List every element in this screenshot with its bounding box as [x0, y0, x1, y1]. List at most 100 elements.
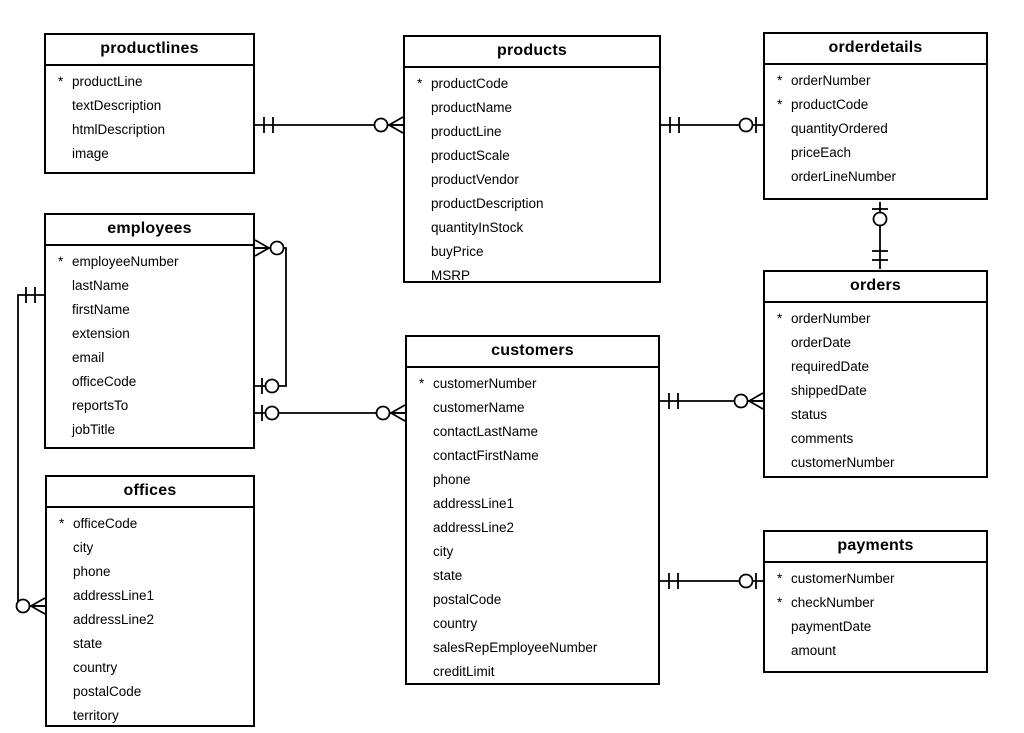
field-name: productCode — [791, 97, 869, 112]
field-row: country — [59, 656, 249, 680]
pk-marker: * — [419, 376, 425, 391]
field-row: country — [419, 612, 654, 636]
relationship-employees-customers — [255, 404, 406, 422]
field-name: contactFirstName — [433, 448, 539, 463]
field-name: addressLine1 — [433, 496, 515, 511]
field-name: creditLimit — [433, 664, 495, 679]
entity-productlines: productlines *productLine textDescription… — [44, 33, 255, 174]
field-name: city — [433, 544, 454, 559]
field-name: salesRepEmployeeNumber — [433, 640, 598, 655]
field-name: addressLine2 — [433, 520, 515, 535]
field-name: customerName — [433, 400, 525, 415]
field-name: orderNumber — [791, 311, 871, 326]
field-row: email — [58, 346, 249, 370]
field-name: paymentDate — [791, 619, 872, 634]
field-name: postalCode — [73, 684, 142, 699]
field-name: reportsTo — [72, 398, 129, 413]
field-name: phone — [73, 564, 111, 579]
field-name: shippedDate — [791, 383, 867, 398]
field-name: orderLineNumber — [791, 169, 897, 184]
pk-marker: * — [777, 73, 783, 88]
field-row: addressLine2 — [59, 608, 249, 632]
field-name: textDescription — [72, 98, 162, 113]
field-row: quantityInStock — [417, 216, 655, 240]
entity-title: productlines — [46, 35, 253, 66]
field-row: extension — [58, 322, 249, 346]
field-name: productVendor — [431, 172, 519, 187]
pk-marker: * — [59, 516, 65, 531]
field-row: addressLine1 — [419, 492, 654, 516]
field-name: officeCode — [73, 516, 138, 531]
field-name: jobTitle — [72, 422, 116, 437]
field-row: image — [58, 142, 249, 166]
field-name: customerNumber — [433, 376, 537, 391]
field-name: phone — [433, 472, 471, 487]
field-name: lastName — [72, 278, 130, 293]
pk-marker: * — [58, 74, 64, 89]
field-name: city — [73, 540, 94, 555]
relationship-offices-employees — [15, 287, 46, 615]
field-row: *productLine — [58, 70, 249, 94]
relationship-products-orderdetails — [661, 117, 763, 133]
field-row: *productCode — [777, 93, 982, 117]
field-row: orderLineNumber — [777, 165, 982, 189]
field-row: * officeCode — [59, 512, 249, 536]
field-row: territory — [59, 704, 249, 725]
field-row: customerName — [419, 396, 654, 420]
field-row: productLine — [417, 120, 655, 144]
field-row: orderDate — [777, 331, 982, 355]
field-name: checkNumber — [791, 595, 875, 610]
field-name: firstName — [72, 302, 130, 317]
relationship-orderdetails-orders — [872, 202, 888, 269]
field-row: phone — [419, 468, 654, 492]
field-name: territory — [73, 708, 119, 723]
field-row: state — [59, 632, 249, 656]
field-list: * customerNumber customerName contactLastNa… — [407, 368, 658, 683]
field-row: lastName — [58, 274, 249, 298]
field-row: * customerNumber — [419, 372, 654, 396]
field-name: postalCode — [433, 592, 502, 607]
field-name: addressLine2 — [73, 612, 155, 627]
field-name: customerNumber — [791, 455, 895, 470]
field-row: creditLimit — [419, 660, 654, 683]
field-name: comments — [791, 431, 854, 446]
field-row: *productCode — [417, 72, 655, 96]
field-name: state — [73, 636, 103, 651]
field-row: reportsTo — [58, 394, 249, 418]
field-name: priceEach — [791, 145, 852, 160]
field-name: productDescription — [431, 196, 544, 211]
field-name: email — [72, 350, 105, 365]
field-row: *orderNumber — [777, 69, 982, 93]
field-name: status — [791, 407, 828, 422]
relationship-customers-orders — [660, 392, 764, 410]
field-name: productScale — [431, 148, 510, 163]
field-row: comments — [777, 427, 982, 451]
field-row: status — [777, 403, 982, 427]
entity-title: products — [405, 37, 659, 68]
field-name: productCode — [431, 76, 509, 91]
entity-title: orderdetails — [765, 34, 986, 65]
field-row: contactLastName — [419, 420, 654, 444]
field-name: officeCode — [72, 374, 137, 389]
pk-marker: * — [777, 595, 783, 610]
field-row: requiredDate — [777, 355, 982, 379]
field-row: shippedDate — [777, 379, 982, 403]
entity-title: employees — [46, 215, 253, 246]
entity-title: offices — [47, 477, 253, 508]
field-row: *orderNumber — [777, 307, 982, 331]
field-row: salesRepEmployeeNumber — [419, 636, 654, 660]
field-name: amount — [791, 643, 837, 658]
field-name: image — [72, 146, 109, 161]
field-row: officeCode — [58, 370, 249, 394]
